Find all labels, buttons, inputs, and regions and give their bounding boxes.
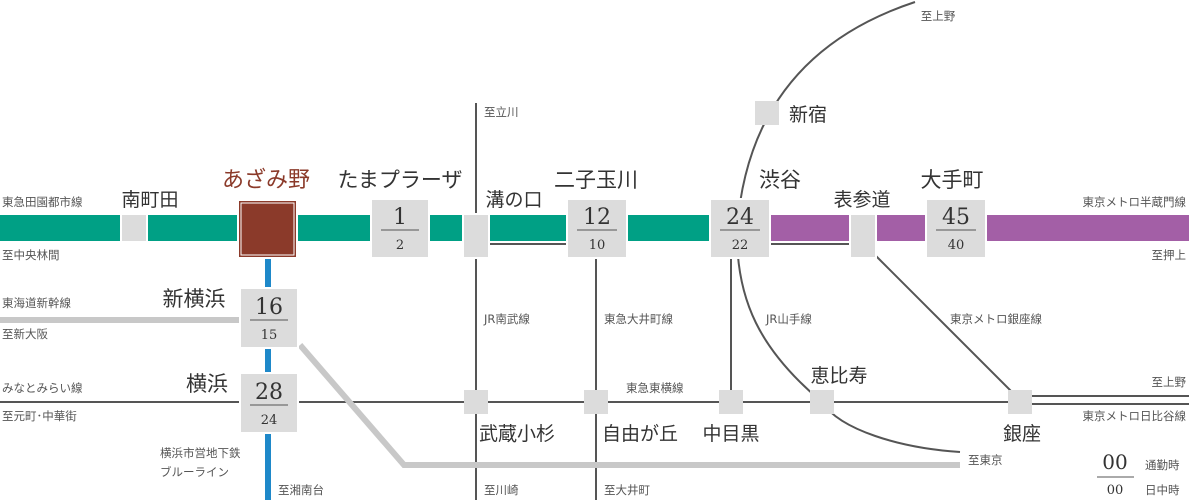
station-box-jiyugaoka — [584, 390, 608, 414]
shin-yokohama-rush: 16 — [255, 295, 283, 320]
label-minatomirai: みなとみらい線 — [2, 381, 83, 395]
label-to-shin-osaka: 至新大阪 — [2, 327, 48, 341]
station-name-otemachi: 大手町 — [921, 168, 984, 192]
label-tokaido: 東海道新幹線 — [2, 296, 71, 310]
label-to-chuo-rinkan: 至中央林間 — [2, 248, 60, 262]
station-box-musashi-kosugi — [464, 390, 488, 414]
tama-plaza-rush: 1 — [393, 205, 407, 230]
shibuya-day: 22 — [732, 238, 749, 253]
station-name-jiyugaoka: 自由が丘 — [602, 423, 678, 445]
label-toyoko: 東急東横線 — [626, 381, 684, 395]
station-box-yokohama — [239, 372, 299, 434]
label-to-tokyo: 至東京 — [968, 453, 1003, 467]
futako-rush: 12 — [583, 205, 611, 230]
station-box-omotesando — [849, 213, 877, 259]
legend-top-label: 通勤時 — [1145, 458, 1180, 472]
otemachi-day: 40 — [948, 238, 965, 253]
station-box-azamino-fill — [239, 201, 296, 257]
station-box-futako — [566, 198, 628, 259]
yokohama-rush: 28 — [255, 380, 283, 405]
station-box-azamino-inner — [240, 202, 295, 256]
otemachi-rush: 45 — [942, 205, 970, 230]
station-name-ebisu: 恵比寿 — [810, 365, 867, 387]
station-box-otemachi — [925, 198, 987, 259]
station-name-tama-plaza: たまプラーザ — [338, 168, 463, 192]
station-box-shin-yokohama — [239, 287, 299, 349]
futako-day: 10 — [589, 238, 606, 253]
label-ginza-line: 東京メトロ銀座線 — [950, 312, 1042, 326]
legend-bottom-num: 00 — [1107, 483, 1124, 498]
label-to-oimachi: 至大井町 — [604, 483, 650, 497]
station-name-mizonokuchi: 溝の口 — [485, 189, 542, 211]
legend-bottom-label: 日中時 — [1145, 483, 1180, 497]
yokohama-day: 24 — [261, 413, 278, 428]
station-name-shin-yokohama: 新横浜 — [163, 287, 226, 311]
label-to-tachikawa: 至立川 — [484, 105, 519, 119]
station-box-shibuya — [709, 198, 771, 259]
station-name-yokohama: 横浜 — [186, 372, 228, 396]
legend: 00 00 通勤時 日中時 — [1097, 450, 1180, 498]
station-name-azamino: あざみ野 — [222, 167, 310, 193]
station-box-mizonokuchi — [462, 213, 490, 259]
label-to-shonandai: 至湘南台 — [278, 483, 324, 497]
station-name-futako: 二子玉川 — [554, 168, 638, 192]
station-box-nakameguro — [719, 390, 743, 414]
label-to-motomachi: 至元町･中華街 — [2, 409, 77, 423]
label-den-en-toshi: 東急田園都市線 — [2, 195, 83, 209]
label-to-kawasaki: 至川崎 — [484, 483, 519, 497]
ginza-diagonal — [874, 254, 1021, 401]
station-name-minami-machida: 南町田 — [121, 189, 178, 211]
label-to-ueno-top: 至上野 — [921, 9, 956, 23]
shin-yokohama-day: 15 — [261, 328, 278, 343]
station-box-tama-plaza — [370, 198, 430, 259]
label-hanzomon: 東京メトロ半蔵門線 — [1083, 195, 1187, 209]
station-name-shinjuku: 新宿 — [789, 104, 827, 126]
shinkansen-east — [297, 343, 960, 468]
label-to-ueno-right: 至上野 — [1152, 375, 1187, 389]
tama-plaza-day: 2 — [396, 238, 404, 253]
station-box-minami-machida — [120, 213, 148, 243]
station-name-shibuya: 渋谷 — [759, 168, 801, 192]
label-hibiya: 東京メトロ日比谷線 — [1083, 409, 1187, 423]
yamanote-line-east — [821, 401, 961, 453]
label-to-oshiage: 至押上 — [1152, 248, 1187, 262]
label-oimachi: 東急大井町線 — [604, 312, 673, 326]
station-box-shinjuku — [755, 101, 779, 125]
station-name-ginza: 銀座 — [1003, 423, 1041, 445]
shibuya-rush: 24 — [726, 205, 754, 230]
station-name-nakameguro: 中目黒 — [702, 423, 759, 445]
label-yamanote: JR山手線 — [765, 312, 812, 326]
station-box-ginza — [1008, 390, 1032, 414]
station-name-musashi-kosugi: 武蔵小杉 — [479, 423, 555, 445]
label-blue-line-1: 横浜市営地下鉄 — [160, 446, 241, 460]
legend-top-num: 00 — [1102, 450, 1127, 474]
label-nambu: JR南武線 — [483, 312, 530, 326]
station-box-ebisu — [810, 390, 834, 414]
station-name-omotesando: 表参道 — [833, 189, 890, 211]
label-blue-line-2: ブルーライン — [160, 465, 229, 479]
